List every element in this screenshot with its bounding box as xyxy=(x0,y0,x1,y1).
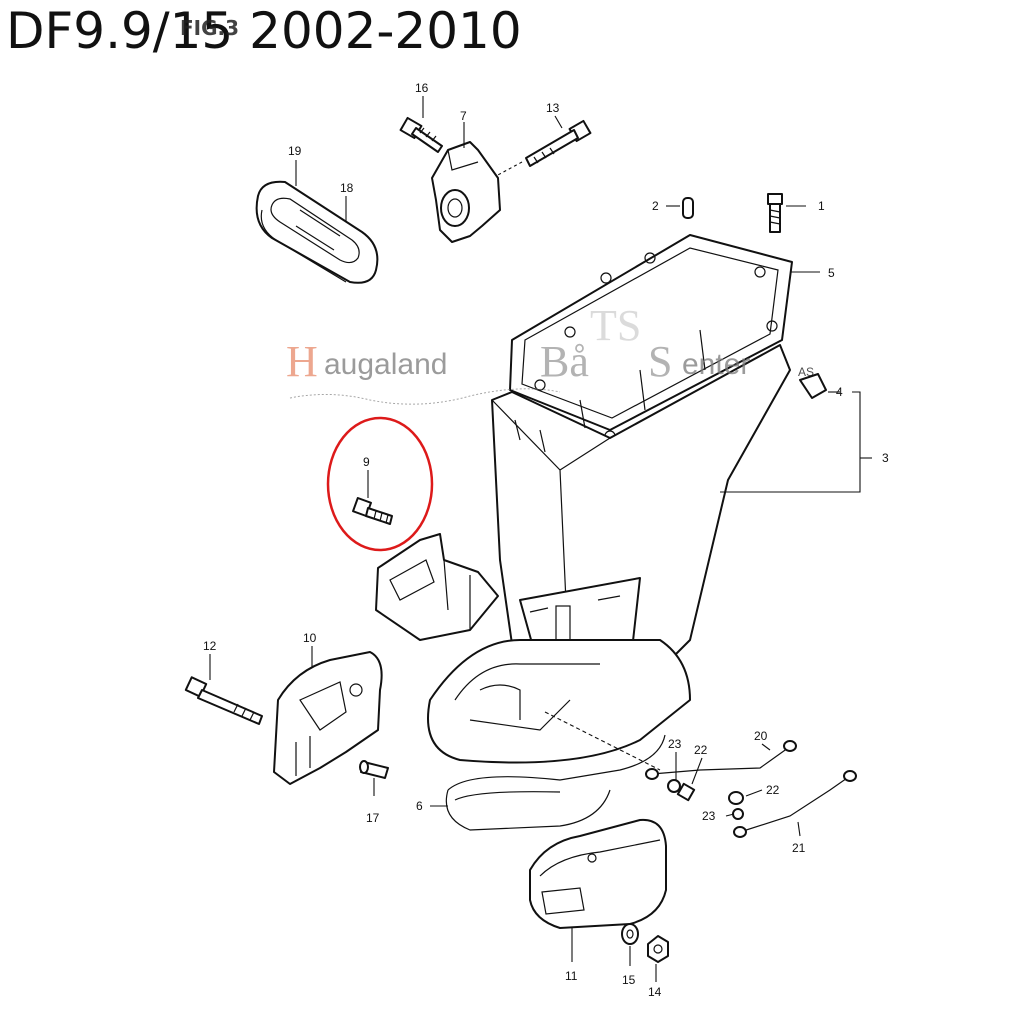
leader-lines xyxy=(209,96,872,982)
bolt-12 xyxy=(184,676,263,725)
callout-18: 18 xyxy=(340,181,354,195)
watermark-text-3: S xyxy=(648,337,672,386)
callout-23-lower: 23 xyxy=(702,809,716,823)
callout-11: 11 xyxy=(565,969,578,983)
ground-cable-20 xyxy=(645,740,797,780)
callout-21: 21 xyxy=(792,841,806,855)
callout-6: 6 xyxy=(416,799,423,813)
watermark-monogram: TS xyxy=(590,301,641,350)
bracket-7 xyxy=(431,141,501,243)
washer-15 xyxy=(621,923,639,945)
bolt-13 xyxy=(495,119,592,177)
watermark-suffix: AS xyxy=(798,365,814,379)
callout-10: 10 xyxy=(303,631,317,645)
callout-13: 13 xyxy=(546,101,560,115)
callout-19: 19 xyxy=(288,144,302,158)
callout-17: 17 xyxy=(366,811,380,825)
watermark-initial: H xyxy=(286,337,318,386)
grommet-4 xyxy=(799,373,827,399)
pin-17 xyxy=(359,760,389,779)
screws-washers-22-23 xyxy=(544,711,744,820)
highlight-circle xyxy=(326,416,434,552)
callout-16: 16 xyxy=(415,81,429,95)
callout-5: 5 xyxy=(828,266,835,280)
figure-label: FIG.3 xyxy=(180,16,240,40)
cover-11 xyxy=(529,818,667,929)
pin-2 xyxy=(682,197,694,219)
page-title: DF9.9/15 2002-2010 xyxy=(6,2,522,60)
watermark-text-4: enter xyxy=(682,348,750,381)
lower-mount-10 xyxy=(273,651,383,785)
watermark-text-1: augaland xyxy=(324,348,447,381)
nut-14 xyxy=(647,935,669,963)
callout-4: 4 xyxy=(836,385,843,399)
callout-labels: 1 2 3 4 5 6 7 9 10 11 12 13 14 15 16 17 … xyxy=(203,81,889,999)
callout-9: 9 xyxy=(363,455,370,469)
callout-15: 15 xyxy=(622,973,636,987)
watermark-text-2: Bå xyxy=(540,337,589,386)
callout-22-upper: 22 xyxy=(694,743,708,757)
callout-22-lower: 22 xyxy=(766,783,780,797)
callout-7: 7 xyxy=(460,109,467,123)
bolt-16 xyxy=(399,116,443,153)
bolt-1 xyxy=(767,193,783,233)
bolt-9 xyxy=(352,497,393,525)
callout-1: 1 xyxy=(818,199,825,213)
ground-cable-21 xyxy=(733,770,857,838)
watermark: H augaland Bå S enter AS TS xyxy=(286,301,814,405)
callout-3: 3 xyxy=(882,451,889,465)
callout-12: 12 xyxy=(203,639,217,653)
mount-bracket-rear xyxy=(375,533,499,641)
callout-2: 2 xyxy=(652,199,659,213)
callout-20: 20 xyxy=(754,729,768,743)
driveshaft-housing-3 xyxy=(427,234,793,831)
callout-23-upper: 23 xyxy=(668,737,682,751)
callout-14: 14 xyxy=(648,985,662,999)
mount-rubber-18-19 xyxy=(255,180,379,284)
